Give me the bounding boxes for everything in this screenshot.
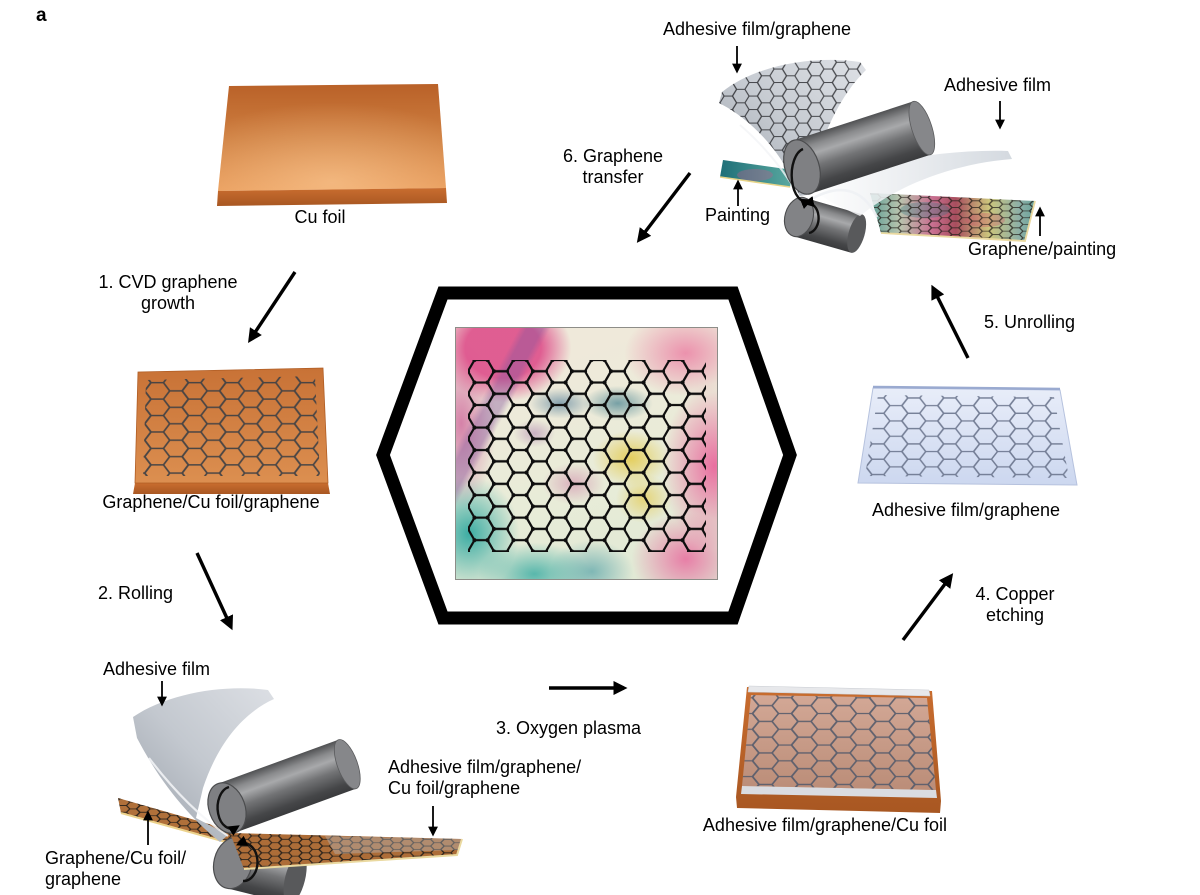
cu-foil-illustration <box>217 84 447 206</box>
caption-graphene-cu-graphene: Graphene/Cu foil/graphene <box>102 492 320 512</box>
rotation-arrow-bottom-roller <box>802 196 820 235</box>
arrow-step-2 <box>195 552 234 631</box>
plate-front-edge <box>133 483 330 494</box>
caption-etched-plate: Adhesive film/graphene/Cu foil <box>702 815 948 835</box>
step-label-4-copper-etching: 4. Copper etching <box>975 584 1055 626</box>
step-label-5-unrolling: 5. Unrolling <box>984 312 1076 332</box>
rotation-arrow-bottom-roller <box>235 835 259 883</box>
rolling-station-illustration <box>118 688 463 895</box>
painting-sheet <box>719 160 793 188</box>
step-label-2-rolling: 2. Rolling <box>98 583 174 603</box>
caption-rolling-output: Adhesive film/graphene/ Cu foil/graphene <box>388 757 582 799</box>
step-label-6-graphene-transfer: 6. Graphene transfer <box>562 146 664 188</box>
graphene-lattice <box>143 376 320 476</box>
graphene-lattice-overlay <box>468 360 706 552</box>
step-label-3-oxygen-plasma: 3. Oxygen plasma <box>496 718 642 738</box>
cu-foil-front-edge <box>217 188 447 206</box>
etched-plate-illustration <box>736 685 941 813</box>
caption-cu-foil: Cu foil <box>294 207 346 227</box>
step-label-1-cvd-growth: 1. CVD graphene growth <box>98 272 238 314</box>
panel-label: a <box>36 5 47 26</box>
caption-transfer-adhesive-film: Adhesive film <box>944 75 1052 95</box>
transfer-station-illustration <box>719 59 1036 253</box>
film-graphene-plate-illustration <box>857 385 1078 486</box>
central-hexagon-figure <box>370 283 800 628</box>
graphene-painting-sheet <box>870 193 1036 242</box>
caption-painting: Painting <box>705 205 771 225</box>
rotation-arrow-top-roller <box>216 785 240 836</box>
caption-film-graphene: Adhesive film/graphene <box>871 500 1061 520</box>
top-roller <box>207 739 361 834</box>
arrow-step-1 <box>248 271 297 343</box>
caption-adhesive-film-left: Adhesive film <box>103 659 211 679</box>
arrow-step-5 <box>931 284 970 359</box>
cu-foil-highlight <box>218 84 446 191</box>
caption-transfer-film-graphene: Adhesive film/graphene <box>662 19 852 39</box>
caption-graphene-painting: Graphene/painting <box>968 239 1117 259</box>
film-bottom-strip <box>741 786 937 798</box>
graphene-lattice <box>742 695 936 790</box>
caption-rolling-input: Graphene/Cu foil/ graphene <box>45 848 187 890</box>
film-plate-top-edge <box>872 385 1061 391</box>
arrow-step-4 <box>901 573 954 642</box>
film-top-strip <box>747 685 931 697</box>
adhesive-film-sheet <box>133 688 274 842</box>
graphene-lattice <box>865 395 1069 478</box>
graphene-cu-plate-illustration <box>133 367 330 494</box>
clear-adhesive-film <box>807 150 1012 218</box>
